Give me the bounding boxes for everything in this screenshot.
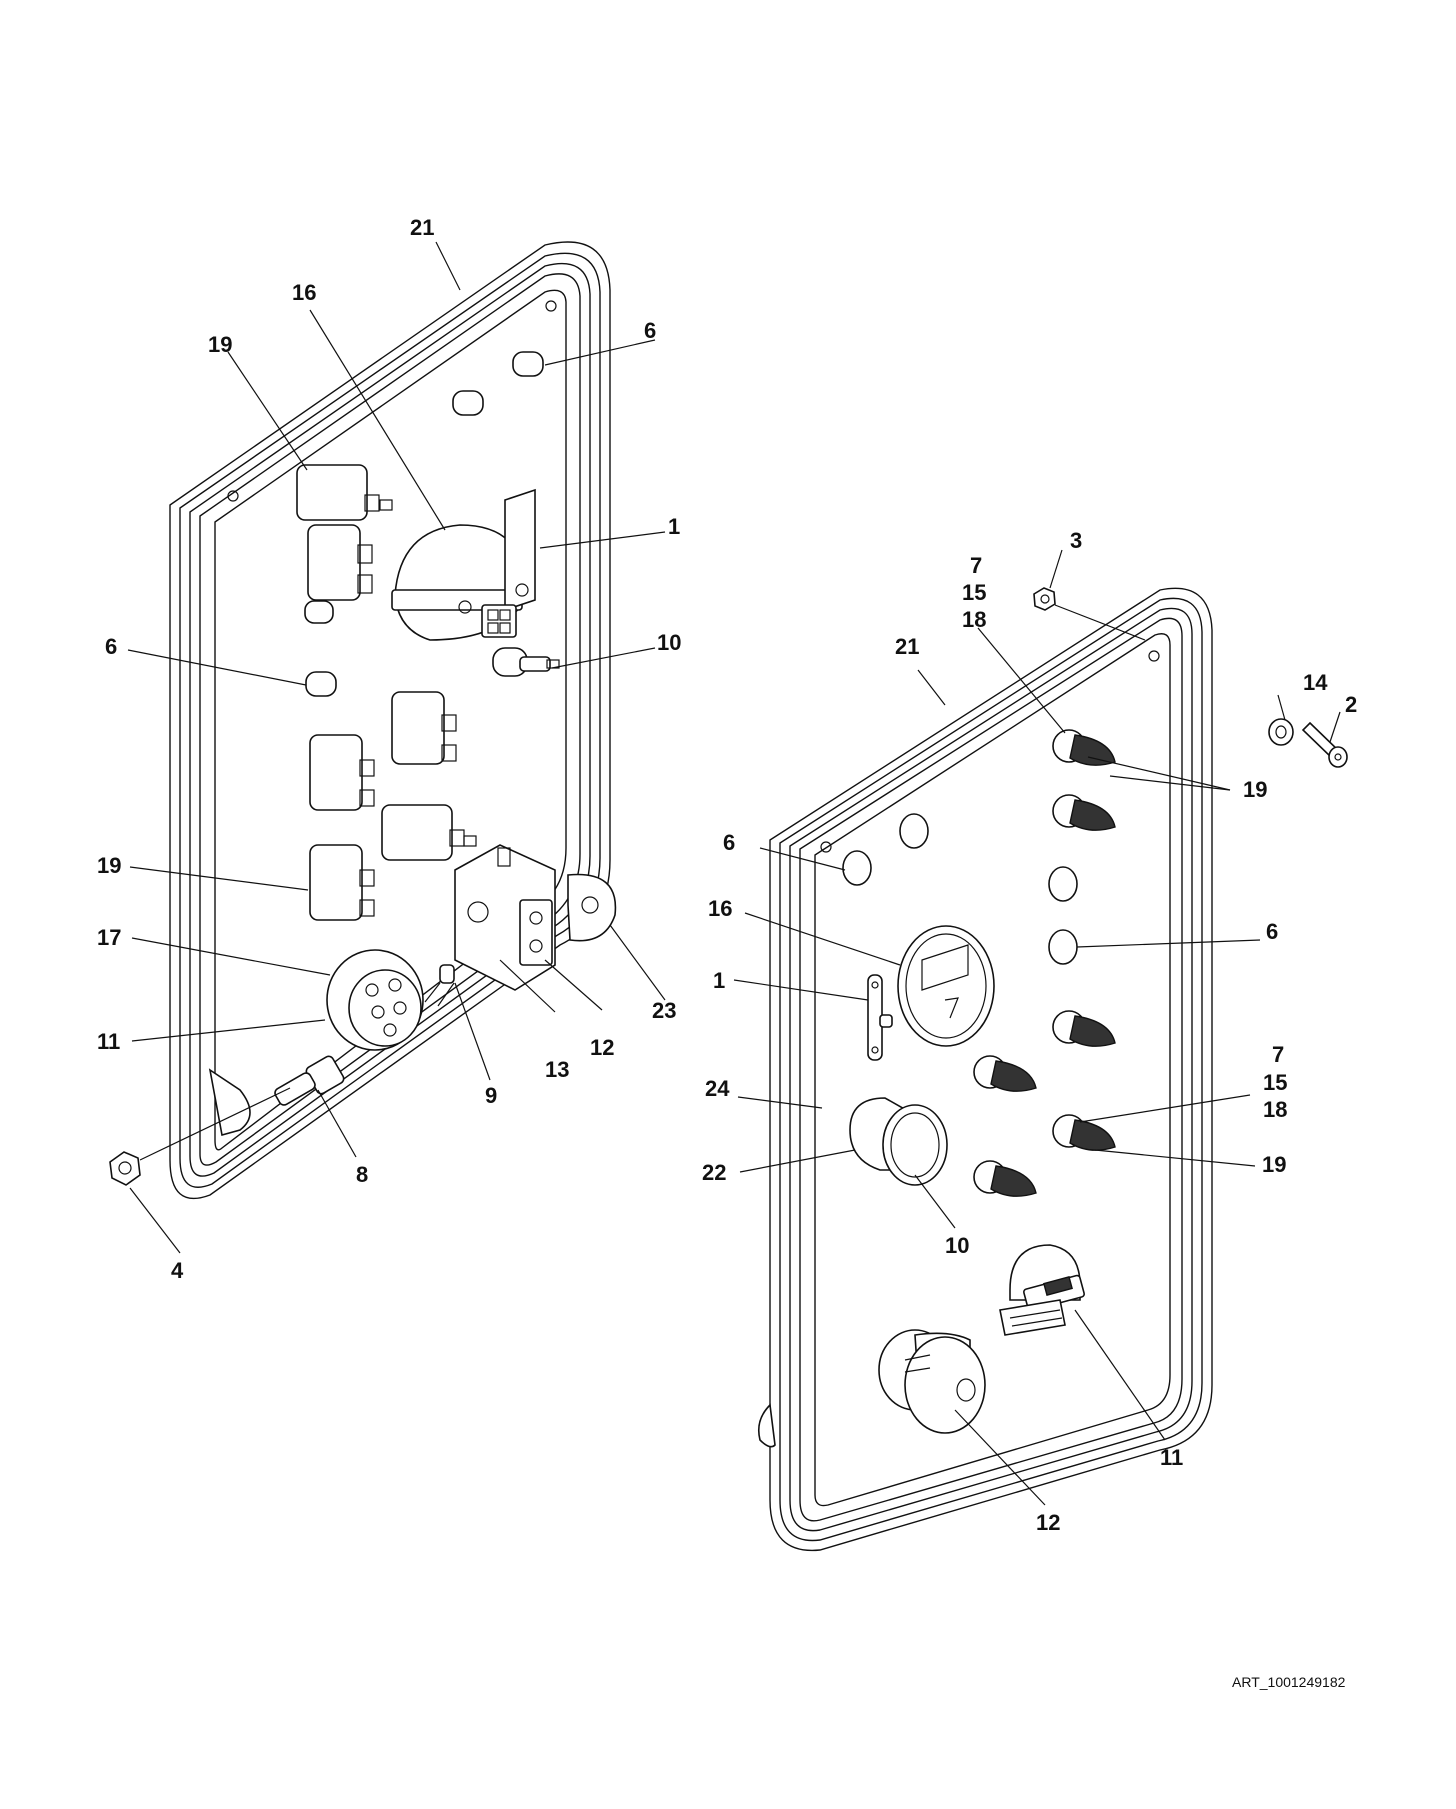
callout-7b: 7 [1272,1042,1284,1067]
callout-19d: 19 [1262,1152,1286,1177]
callout-15: 15 [962,580,986,605]
callout-4: 4 [171,1258,184,1283]
relay-part [296,464,477,921]
bracket-part [567,873,617,942]
left-callouts: 21 16 19 6 1 10 6 19 17 11 9 13 12 23 8 … [97,215,681,1283]
callout-9: 9 [485,1083,497,1108]
callout-24: 24 [705,1076,730,1101]
callout-6: 6 [644,318,656,343]
hour-meter-part [897,925,995,1047]
hour-meter-back-part [391,488,536,641]
lamp-back-part [492,647,560,677]
callout-23: 23 [652,998,676,1023]
callout-10b: 10 [945,1233,969,1258]
hex-nut-part [109,1151,141,1186]
indicator-lamp-part [849,1097,948,1186]
left-panel [109,241,617,1200]
callout-21b: 21 [895,634,919,659]
callout-14: 14 [1303,670,1328,695]
callout-13: 13 [545,1057,569,1082]
callout-11b: 11 [1160,1445,1183,1470]
callout-18: 18 [962,607,986,632]
callout-18b: 18 [1263,1097,1287,1122]
callout-16: 16 [292,280,316,305]
right-callouts: 3 7 15 18 21 14 2 19 6 16 6 1 24 7 15 18… [702,528,1357,1535]
contact-block-part [454,844,556,991]
hardware-part [1033,587,1348,768]
callout-19c: 19 [1243,777,1267,802]
callout-22: 22 [702,1160,726,1185]
callout-19b: 19 [97,853,121,878]
plug-part [842,813,1078,965]
bolt-part [274,1055,345,1106]
callout-12b: 12 [1036,1510,1060,1535]
toggle-switch-part [973,729,1116,1197]
callout-19: 19 [208,332,232,357]
screw-part [424,964,455,1007]
callout-10: 10 [657,630,681,655]
callout-16b: 16 [708,896,732,921]
callout-1: 1 [668,514,680,539]
callout-21: 21 [410,215,434,240]
right-panel [757,587,1348,1552]
callout-12: 12 [590,1035,614,1060]
callout-11: 11 [97,1029,120,1054]
callout-7: 7 [970,553,982,578]
emergency-stop-part [878,1329,986,1434]
callout-17: 17 [97,925,121,950]
callout-8: 8 [356,1162,368,1187]
callout-3: 3 [1070,528,1082,553]
callout-6c: 6 [723,830,735,855]
callout-6d: 6 [1266,919,1278,944]
art-code: ART_1001249182 [1232,1674,1346,1690]
key-switch-back-part [326,949,424,1051]
callout-1b: 1 [713,968,725,993]
key-switch-part [999,1244,1085,1336]
leader-lines [127,241,1341,1506]
callout-15b: 15 [1263,1070,1287,1095]
bracket-front-part [867,974,893,1061]
spacer-part [304,351,544,697]
callout-2: 2 [1345,692,1357,717]
callout-6b: 6 [105,634,117,659]
